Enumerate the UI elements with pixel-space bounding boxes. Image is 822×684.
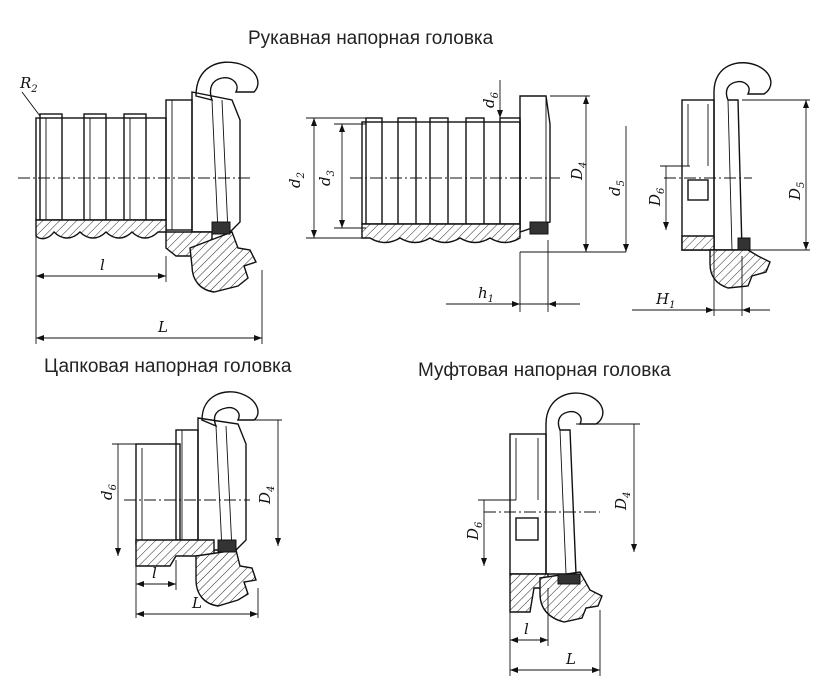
figure-coupling-head-dims: D6 D5 H1 [632, 62, 810, 316]
figure-hose-head: R2 l L [18, 61, 263, 344]
label-D4-coupling: D4 [612, 492, 633, 511]
label-H1: H1 [655, 290, 675, 311]
figure-nipple-head: d6 D4 l L [98, 391, 282, 618]
label-D4: D4 [568, 162, 589, 181]
figure-hose-head-dims: d2 d3 d6 D4 d5 h1 [286, 80, 629, 312]
label-R2: R2 [19, 74, 38, 95]
label-d5: d5 [606, 180, 627, 196]
label-L: L [157, 318, 168, 336]
label-d6-nipple: d6 [98, 483, 119, 500]
label-L-coupling: L [565, 650, 576, 668]
collar [165, 99, 193, 231]
shank-section [35, 219, 167, 240]
label-D6-coupling: D6 [464, 521, 485, 541]
label-D4-nipple: D4 [256, 486, 277, 505]
label-L-nipple: L [191, 594, 202, 612]
title-hose-head: Рукавная напорная головка [248, 28, 494, 49]
label-d6: d6 [480, 91, 501, 108]
label-d3: d3 [316, 170, 337, 186]
figure-coupling-head: D6 D4 l L [464, 392, 640, 676]
claw-section [189, 231, 257, 293]
label-D5: D5 [786, 182, 807, 201]
rib [123, 113, 147, 225]
rib [39, 113, 63, 225]
seal [211, 221, 231, 235]
title-nipple-head: Цапковая напорная головка [44, 356, 292, 377]
label-l-coupling: l [524, 620, 529, 638]
head-body [191, 91, 241, 233]
rib [83, 113, 107, 225]
label-h1: h1 [478, 284, 494, 305]
label-l-nipple: l [152, 564, 157, 582]
title-coupling-head: Муфтовая напорная головка [418, 360, 671, 381]
claw [195, 61, 259, 101]
label-l: l [100, 256, 105, 274]
label-d2: d2 [286, 172, 307, 188]
label-D6: D6 [646, 187, 667, 207]
